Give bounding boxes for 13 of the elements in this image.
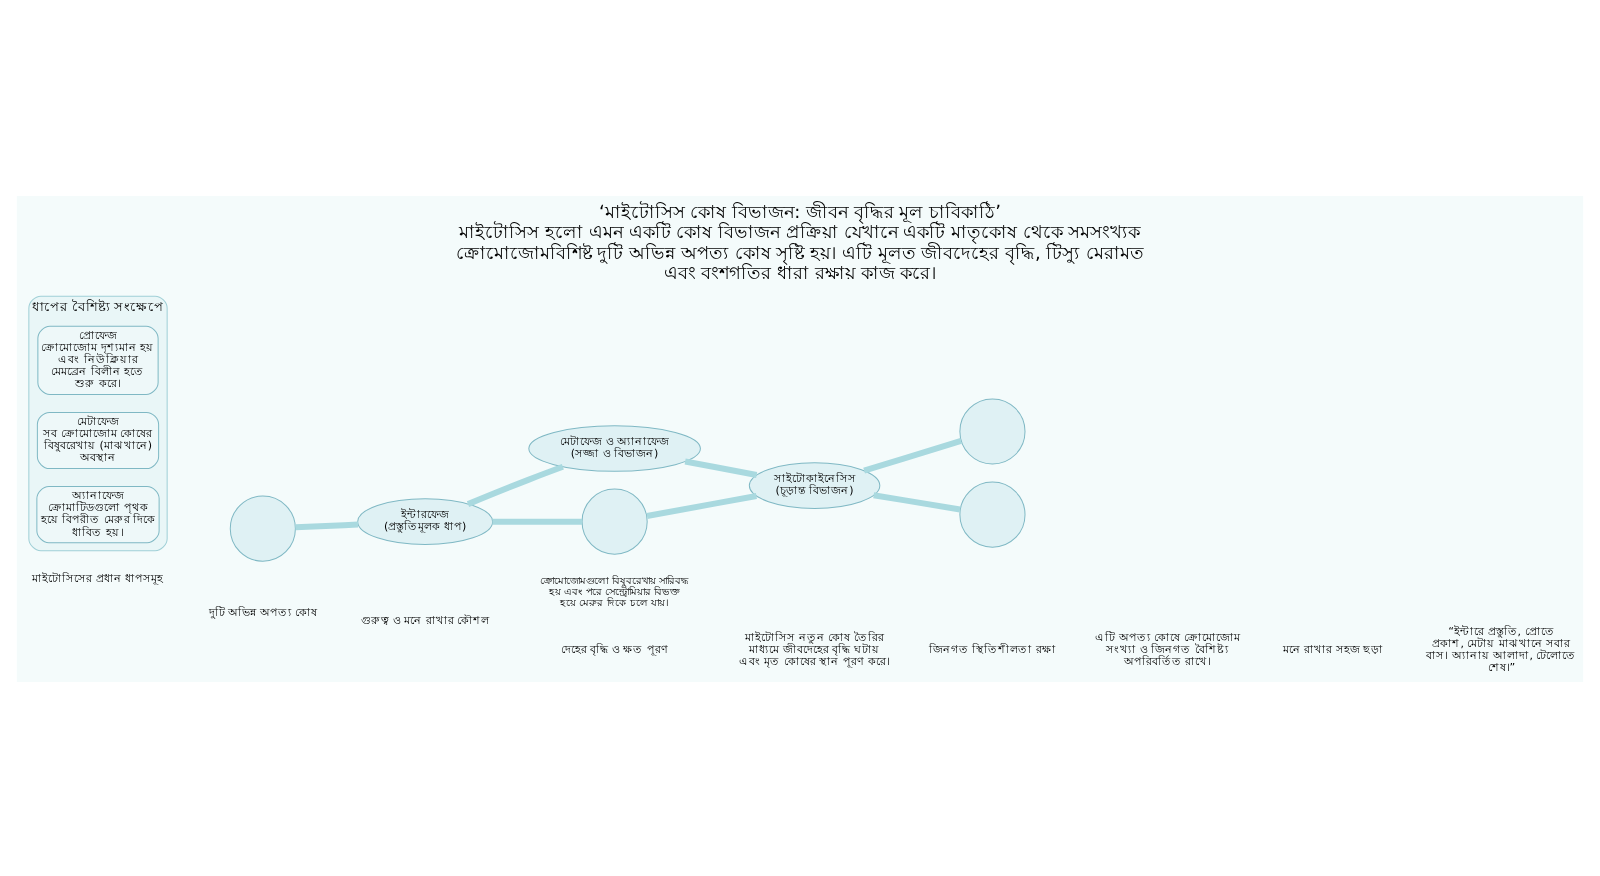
connector xyxy=(863,436,962,473)
node-circle xyxy=(959,397,1026,464)
diagram-title: ‘মাইটোসিস কোষ বিভাজন: জীবন বৃদ্ধির মূল চাবিকাঠি’ xyxy=(599,203,1001,224)
caption: মাইটোসিস হলো এমন একটি কোষ বিভাজন প্রক্রিয়া যেখানে একটি মাতৃকোষ থেকে সমসংখ্যক ক্রোমোজোমবিশিষ্ট দুটি অভিন্ন অপত্য কোষ সৃষ্টি হয়। এটি মূলত জীবদেহের বৃদ্ধি, টিস্যু মেরামত এবং বংশগতির ধারা রক্ষায় কাজ করে। xyxy=(455,223,1145,284)
connector xyxy=(873,491,961,512)
connector xyxy=(295,520,359,530)
connector xyxy=(492,517,583,524)
connector xyxy=(466,462,564,506)
node-circle xyxy=(229,494,296,561)
connector xyxy=(646,492,757,518)
node-circle xyxy=(581,487,648,554)
connector xyxy=(684,457,758,477)
node-circle xyxy=(959,480,1026,547)
